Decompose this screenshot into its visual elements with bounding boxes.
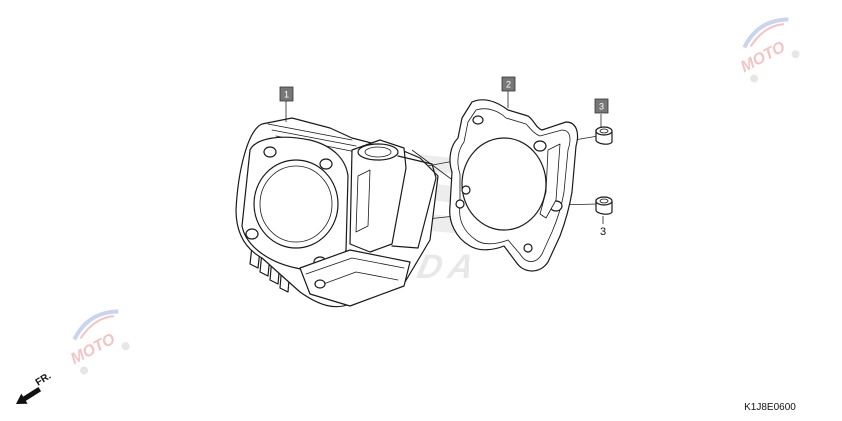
diagram-code: K1J8E0600: [744, 402, 796, 413]
cylinder-part: [235, 117, 439, 308]
dowel-pin-lower: [595, 196, 613, 215]
callout-2-label: 2: [506, 80, 511, 90]
front-arrow-icon: [16, 387, 42, 404]
callout-3-lower: 3: [600, 216, 606, 238]
front-direction-indicator: FR.: [16, 371, 54, 404]
callout-2: 2: [501, 76, 516, 108]
moto-watermark-top: MOTO: [738, 17, 800, 83]
gasket-part: [449, 99, 579, 272]
callout-1: 1: [279, 86, 294, 122]
dowel-pin-upper: [595, 126, 613, 145]
moto-watermark-bottom: MOTO: [68, 309, 130, 375]
front-direction-label: FR.: [34, 371, 54, 389]
callout-1-label: 1: [284, 90, 289, 100]
callout-3-upper-label: 3: [599, 102, 604, 112]
callout-3-lower-label: 3: [600, 226, 606, 238]
callout-3-upper: 3: [594, 98, 609, 128]
